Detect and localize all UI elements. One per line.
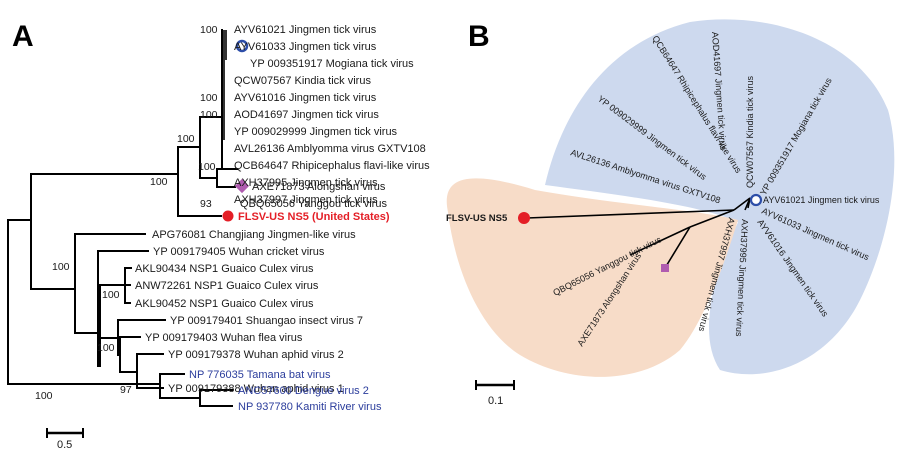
- bootstrap-value: 100: [150, 176, 168, 188]
- blue-clade-fan-3: [747, 197, 751, 209]
- taxon-label: AYV61033 Jingmen tick virus: [234, 41, 377, 53]
- tree-label: AYV61021 Jingmen tick virus: [763, 195, 880, 205]
- taxon-label: ANW72261 NSP1 Guaico Culex virus: [135, 280, 319, 292]
- taxon-label: AXH37997 Jingmen tick virus: [234, 194, 378, 206]
- panel-a-letter: A: [12, 20, 34, 53]
- bootstrap-value: 100: [200, 24, 218, 36]
- scale-bar-label: 0.1: [488, 395, 503, 407]
- taxon-label-outgroup: NP 776035 Tamana bat virus: [189, 369, 331, 381]
- yanggou-unrooted-branch: [629, 226, 691, 256]
- bootstrap-value: 97: [120, 384, 132, 396]
- alongshan-unrooted-branch: [664, 226, 691, 269]
- bootstrap-value: 100: [177, 133, 195, 145]
- orange-clade-branch: [689, 209, 735, 228]
- taxon-label: APG76081 Changjiang Jingmen-like virus: [152, 229, 356, 241]
- taxon-label: YP 009029999 Jingmen tick virus: [234, 126, 398, 138]
- taxon-label: YP 009179403 Wuhan flea virus: [145, 332, 303, 344]
- bootstrap-value: 100: [102, 289, 120, 301]
- tree-label: QCW07567 Kindia tick virus: [745, 75, 755, 188]
- scale-bar-label: 0.5: [57, 439, 72, 451]
- panel-a: A: [7, 20, 430, 451]
- taxon-label: YP 009351917 Mogiana tick virus: [250, 58, 414, 70]
- bootstrap-value: 100: [35, 390, 53, 402]
- taxon-label: QCB64647 Rhipicephalus flavi-like virus: [234, 160, 430, 172]
- taxon-label: AXH37995 Jingmen tick virus: [234, 177, 378, 189]
- taxon-label: YP 009179388 Wuhan aphid virus 1: [168, 383, 344, 395]
- mogiana-circle-marker: [749, 193, 763, 207]
- mogiana-circle-marker: [235, 39, 249, 53]
- panel-a-tree-branches: [7, 29, 238, 407]
- bootstrap-value: 100: [200, 109, 218, 121]
- taxon-label-highlight: FLSV-US NS5 (United States): [238, 211, 390, 223]
- taxon-label: QBQ65056 Yanggou tick virus: [240, 198, 387, 210]
- bootstrap-value: 93: [200, 198, 212, 210]
- flsv-unrooted-branch: [526, 209, 735, 219]
- bootstrap-value: 100: [198, 161, 216, 173]
- bootstrap-value: 100: [97, 342, 115, 354]
- tree-label-flsv: FLSV-US NS5: [446, 213, 508, 224]
- blue-clade-stem: [733, 197, 751, 211]
- panel-a-bootstrap-values: 100 100 100 100 100 100 93 100 100 100 9…: [35, 24, 218, 402]
- panel-a-taxon-labels: AYV61021 Jingmen tick virus AYV61033 Jin…: [135, 24, 430, 413]
- jingmen-tick-shaded-region: [545, 19, 895, 375]
- flsv-red-dot-marker: [518, 212, 530, 224]
- alongshan-square-marker: [661, 264, 669, 272]
- panel-b-scale-bar: 0.1: [475, 380, 515, 407]
- flsv-red-dot-marker: [222, 210, 234, 222]
- bootstrap-value: 100: [52, 261, 70, 273]
- taxon-label: AYV61016 Jingmen tick virus: [234, 92, 377, 104]
- taxon-label: YP 009179378 Wuhan aphid virus 2: [168, 349, 344, 361]
- taxon-label: AXE71873 Alongshan virus: [252, 181, 386, 193]
- taxon-label: QCW07567 Kindia tick virus: [234, 75, 371, 87]
- alongshan-diamond-marker: [234, 178, 250, 194]
- taxon-label: AVL26136 Amblyomma virus GXTV108: [234, 143, 426, 155]
- taxon-label-outgroup: NP 937780 Kamiti River virus: [238, 401, 382, 413]
- panel-b: B FLSV-US NS5 QCB64647 Rhipicephalus fla…: [446, 19, 895, 407]
- taxon-label: AOD41697 Jingmen tick virus: [234, 109, 379, 121]
- panel-b-letter: B: [468, 20, 490, 53]
- taxon-label: YP 009179401 Shuangao insect virus 7: [170, 315, 363, 327]
- taxon-label-outgroup: ANC57600 Dengue virus 2: [238, 385, 369, 397]
- alongshan-yanggou-shaded-region: [446, 178, 738, 377]
- taxon-label: AKL90434 NSP1 Guaico Culex virus: [135, 263, 314, 275]
- panel-a-scale-bar: 0.5: [46, 428, 84, 451]
- taxon-label: AKL90452 NSP1 Guaico Culex virus: [135, 298, 314, 310]
- bootstrap-value: 100: [200, 92, 218, 104]
- taxon-label: YP 009179405 Wuhan cricket virus: [153, 246, 325, 258]
- taxon-label: AYV61021 Jingmen tick virus: [234, 24, 377, 36]
